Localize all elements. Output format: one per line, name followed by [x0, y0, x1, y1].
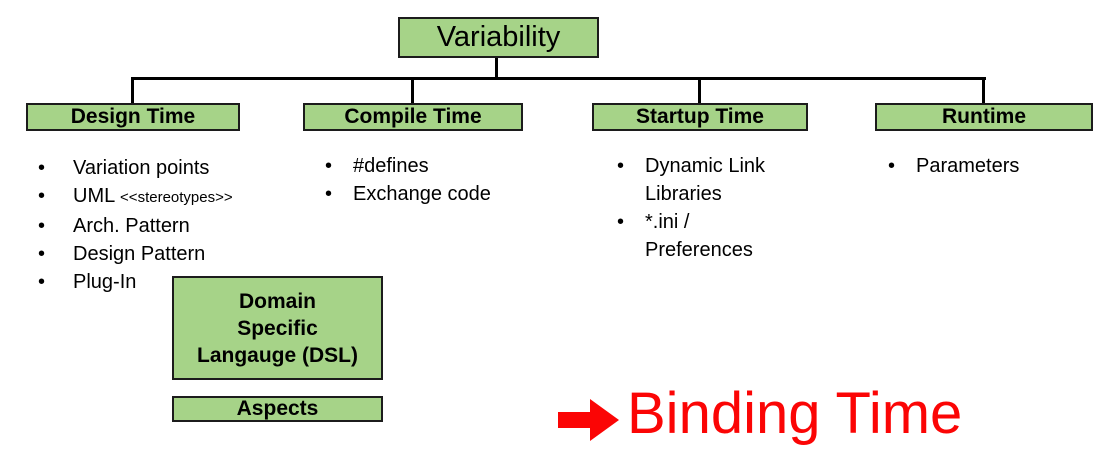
- list-item: *.ini / Preferences: [615, 208, 790, 264]
- binding-time-caption: Binding Time: [627, 381, 963, 446]
- list-item-text: Exchange code: [353, 183, 491, 205]
- variability-box: Variability: [398, 17, 599, 58]
- red-arrow-icon: [558, 399, 619, 441]
- compile-time-box: Compile Time: [303, 103, 523, 131]
- list-item: UML <<stereotypes>>: [36, 182, 286, 212]
- list-item: Dynamic Link Libraries: [615, 152, 790, 208]
- connector-design-stub: [131, 77, 134, 103]
- list-item-text: Dynamic Link Libraries: [645, 155, 766, 205]
- runtime-label: Runtime: [942, 105, 1026, 128]
- connector-startup-stub: [698, 77, 701, 103]
- connector-horizontal: [131, 77, 986, 80]
- aspects-box: Aspects: [172, 396, 383, 422]
- list-item-text: Variation points: [73, 157, 210, 179]
- list-item: Arch. Pattern: [36, 212, 286, 240]
- list-item-text: Arch. Pattern: [73, 215, 190, 237]
- list-item-text: *.ini / Preferences: [645, 211, 753, 261]
- list-item: Exchange code: [323, 180, 543, 208]
- design-time-label: Design Time: [70, 105, 196, 128]
- variability-label: Variability: [436, 21, 561, 53]
- compile-time-list: #defines Exchange code: [323, 152, 543, 208]
- connector-root-vertical: [495, 58, 498, 78]
- compile-time-label: Compile Time: [344, 105, 482, 128]
- list-item: #defines: [323, 152, 543, 180]
- list-item-text: Design Pattern: [73, 243, 206, 265]
- list-item-text: Parameters: [916, 155, 1020, 177]
- design-time-list: Variation points UML <<stereotypes>> Arc…: [36, 154, 286, 296]
- dsl-box: Domain Specific Langauge (DSL): [172, 276, 383, 380]
- list-item-text: Plug-In: [73, 271, 137, 293]
- dsl-line: Langauge (DSL): [197, 343, 358, 367]
- list-item: Variation points: [36, 154, 286, 182]
- startup-time-label: Startup Time: [636, 105, 764, 128]
- dsl-line: Domain: [238, 289, 316, 313]
- dsl-line: Specific: [237, 316, 318, 340]
- list-item: Plug-In: [36, 268, 286, 296]
- runtime-box: Runtime: [875, 103, 1093, 131]
- startup-time-box: Startup Time: [592, 103, 808, 131]
- design-time-box: Design Time: [26, 103, 240, 131]
- list-item: Design Pattern: [36, 240, 286, 268]
- list-item-text: #defines: [353, 155, 429, 177]
- aspects-label: Aspects: [236, 397, 319, 420]
- runtime-list: Parameters: [886, 152, 1096, 180]
- connector-runtime-stub: [982, 77, 985, 103]
- list-item: Parameters: [886, 152, 1096, 180]
- connector-compile-stub: [411, 77, 414, 103]
- list-item-suffix: <<stereotypes>>: [120, 189, 233, 206]
- list-item-text: UML: [73, 185, 115, 207]
- startup-time-list: Dynamic Link Libraries *.ini / Preferenc…: [615, 152, 790, 264]
